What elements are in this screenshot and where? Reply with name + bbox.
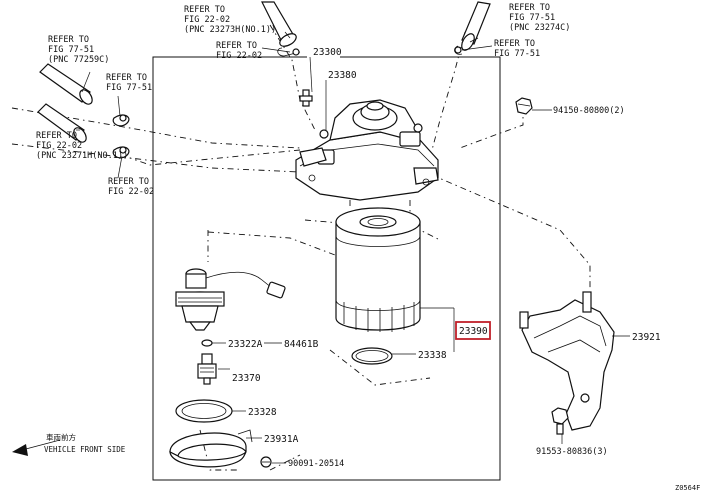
ref-line: REFER TO (48, 35, 89, 45)
ref-left-d: REFER TO FIG 22-02 (108, 177, 154, 197)
part-number-91553[interactable]: 91553-80836(3) (536, 447, 608, 457)
part-number-23380[interactable]: 23380 (328, 70, 357, 81)
part-number-84461b[interactable]: 84461B (284, 339, 319, 350)
drain-plug-23370 (197, 353, 217, 385)
water-level-sensor (175, 268, 286, 331)
bracket-23921 (519, 291, 615, 431)
part-number-23322a[interactable]: 23322A (228, 339, 263, 350)
bolt-91553 (551, 407, 569, 435)
ref-line: FIG 22-02 (108, 187, 154, 197)
highlight-box (455, 321, 491, 340)
clamp-23931a (169, 429, 253, 468)
o-ring-23322a (201, 339, 213, 347)
hose-left-upper (39, 63, 130, 127)
part-number-94150[interactable]: 94150-80800(2) (553, 106, 625, 116)
ref-line: (PNC 77259C) (48, 55, 109, 65)
ref-top-left-b: REFER TO FIG 22-02 (216, 41, 262, 61)
ref-line: FIG 77-51 (106, 83, 152, 93)
ref-left-a: REFER TO FIG 77-51 (PNC 77259C) (48, 35, 109, 65)
ref-line: REFER TO (494, 39, 535, 49)
filter-head-23380 (295, 99, 439, 201)
ref-line: REFER TO (108, 177, 149, 187)
part-number-23921[interactable]: 23921 (632, 332, 661, 343)
filter-cartridge-23390 (335, 207, 421, 332)
ref-top-right-b: REFER TO FIG 77-51 (494, 39, 540, 59)
ref-top-left: REFER TO FIG 22-02 (PNC 23273H(NO.1)) (184, 5, 276, 35)
ref-line: REFER TO (36, 131, 77, 141)
ref-top-right: REFER TO FIG 77-51 (PNC 23274C) (509, 3, 570, 33)
ref-line: REFER TO (509, 3, 550, 13)
ref-line: FIG 77-51 (494, 49, 540, 59)
ref-line: FIG 77-51 (48, 45, 94, 55)
part-number-23328[interactable]: 23328 (248, 407, 277, 418)
hose-top-right (454, 1, 491, 55)
hose-left-lower (37, 103, 130, 159)
screw-90091 (260, 456, 272, 468)
ref-left-c: REFER TO FIG 22-02 (PNC 23271H(NO.1)) (36, 131, 128, 161)
figure-code: Z0564F (675, 484, 700, 492)
ref-line: (PNC 23273H(NO.1)) (184, 25, 276, 35)
vehicle-front-arrow-icon (12, 439, 61, 456)
ref-line: FIG 22-02 (216, 51, 262, 61)
part-number-90091[interactable]: 90091-20514 (288, 459, 344, 469)
part-number-23390[interactable]: 23390 (459, 326, 488, 337)
ref-line: REFER TO (216, 41, 257, 51)
assembly-frame (152, 56, 501, 481)
part-number-23370[interactable]: 23370 (232, 373, 261, 384)
hose-top-left (261, 1, 301, 57)
ref-line: (PNC 23271H(NO.1)) (36, 151, 128, 161)
ref-line: REFER TO (106, 73, 147, 83)
part-number-23338[interactable]: 23338 (418, 350, 447, 361)
ref-left-b: REFER TO FIG 77-51 (106, 73, 152, 93)
vehicle-front-label-jp: 車両前方 (46, 432, 76, 442)
bleeder-screw (299, 89, 313, 107)
ref-line: FIG 77-51 (509, 13, 555, 23)
phantom-lines (11, 24, 591, 471)
part-number-23931a[interactable]: 23931A (264, 434, 299, 445)
bolt-94150 (515, 97, 533, 115)
leader-lines (76, 31, 630, 464)
ref-line: FIG 22-02 (36, 141, 82, 151)
vehicle-front-label-en: VEHICLE FRONT SIDE (44, 445, 126, 454)
ref-line: (PNC 23274C) (509, 23, 570, 33)
ref-line: REFER TO (184, 5, 225, 15)
ref-line: FIG 22-02 (184, 15, 230, 25)
part-number-23300[interactable]: 23300 (313, 47, 342, 58)
